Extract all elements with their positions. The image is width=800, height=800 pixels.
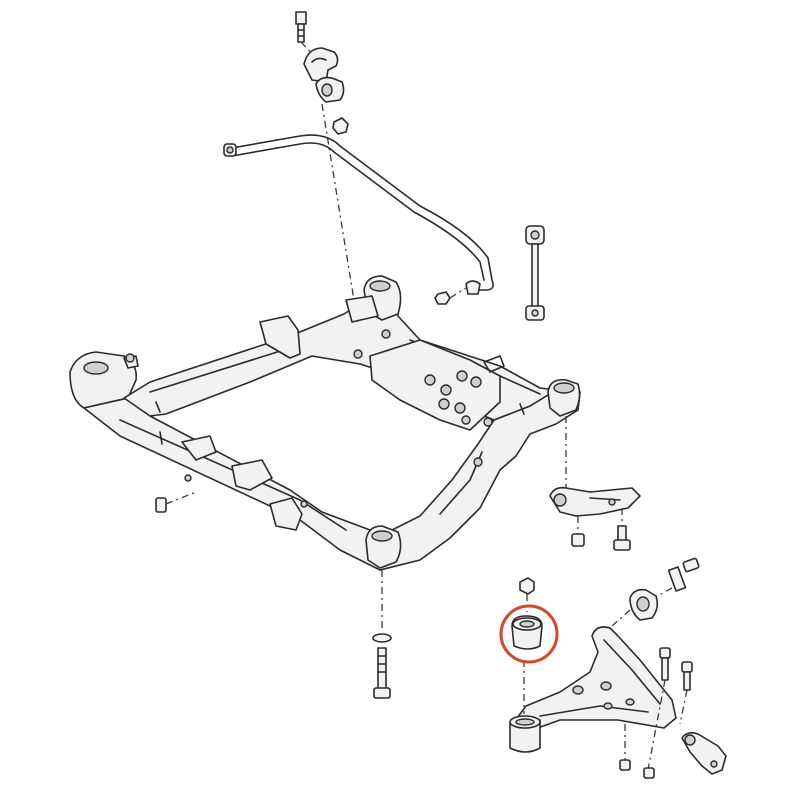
lower-arm-front-bushing bbox=[629, 588, 659, 621]
lower-arm-ball-joint bbox=[681, 731, 727, 775]
stabilizer-bracket-bolt bbox=[295, 11, 307, 43]
lower-control-arm bbox=[513, 626, 677, 741]
lower-arm-rear-bushing-sleeve bbox=[509, 715, 541, 753]
ball-joint-bracket bbox=[549, 486, 641, 517]
stabilizer-bracket-nut bbox=[332, 117, 349, 135]
centerline bbox=[321, 103, 355, 301]
highlight-circle bbox=[499, 604, 559, 664]
lower-arm-rear-bushing-nut bbox=[519, 577, 535, 595]
stabilizer-bar bbox=[223, 134, 494, 295]
stabilizer-link-nut bbox=[434, 287, 467, 305]
ball-joint-bolt bbox=[613, 508, 631, 551]
sub-frame bbox=[69, 275, 581, 571]
lower-arm-end-bolt bbox=[643, 767, 655, 779]
frame-mounting-bolt bbox=[155, 491, 197, 513]
centerline bbox=[611, 609, 631, 627]
lower-arm-front-bolt bbox=[667, 557, 700, 592]
stabilizer-bracket bbox=[303, 47, 339, 83]
stabilizer-bushing bbox=[315, 76, 345, 103]
frame-washer bbox=[372, 633, 392, 643]
ball-joint-nut bbox=[571, 516, 585, 547]
frame-bottom-bolt bbox=[373, 647, 391, 699]
lower-arm-ball-joint-bolt bbox=[647, 647, 671, 771]
lower-arm-end-nut bbox=[619, 724, 631, 771]
lower-arm-ball-joint-nut bbox=[679, 661, 693, 725]
lower-arm-rear-bushing bbox=[511, 615, 543, 650]
stabilizer-link bbox=[525, 225, 545, 321]
